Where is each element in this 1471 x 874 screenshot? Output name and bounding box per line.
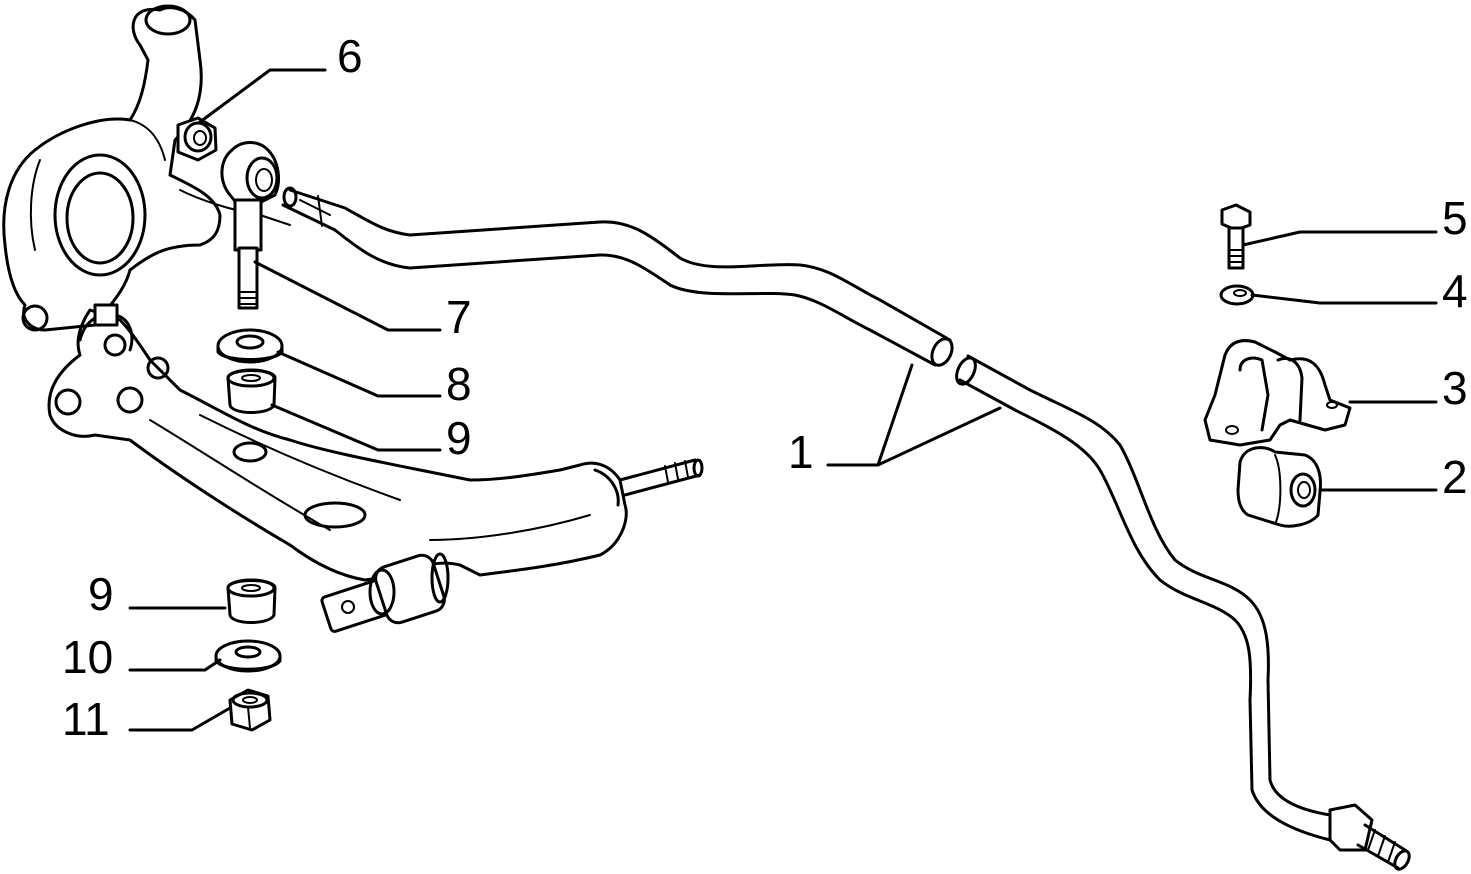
leader-lines <box>128 68 1438 732</box>
leader-10 <box>128 658 222 672</box>
callout-labels: 6 7 8 9 1 5 4 3 2 9 10 11 <box>62 30 1468 745</box>
callout-7: 7 <box>446 291 472 343</box>
leader-7 <box>253 260 442 332</box>
callout-8: 8 <box>446 358 472 410</box>
callout-9-lower: 9 <box>88 568 114 620</box>
rubber-bushing-2 <box>1236 446 1322 528</box>
leader-5 <box>1241 230 1438 247</box>
nut-11 <box>228 688 272 732</box>
bushing-9-lower <box>226 578 277 624</box>
washer-4 <box>1219 284 1255 306</box>
leader-8 <box>276 350 442 398</box>
stabilizer-bar-right <box>955 354 1411 871</box>
stabilizer-bar-left <box>281 186 954 367</box>
leader-4 <box>1250 293 1438 305</box>
washer-8 <box>216 328 284 364</box>
bushing-9-upper <box>226 368 277 414</box>
bolt-5 <box>1220 203 1252 270</box>
lower-control-arm <box>47 303 704 633</box>
leader-9a <box>270 403 442 452</box>
steering-knuckle <box>2 4 291 332</box>
nut-6 <box>176 116 218 162</box>
link-rod-7 <box>220 141 280 310</box>
washer-10 <box>214 639 282 673</box>
callout-3: 3 <box>1442 362 1468 414</box>
callout-9-upper: 9 <box>446 412 472 464</box>
callout-4: 4 <box>1442 265 1468 317</box>
callout-6: 6 <box>337 30 363 82</box>
leader-6 <box>198 68 327 124</box>
leader-1 <box>826 363 1002 467</box>
callout-1: 1 <box>788 426 814 478</box>
callout-10: 10 <box>62 631 113 683</box>
clamp-bracket-3 <box>1203 339 1352 447</box>
callout-5: 5 <box>1442 192 1468 244</box>
leader-11 <box>128 706 232 732</box>
callout-2: 2 <box>1442 451 1468 503</box>
callout-11: 11 <box>62 693 110 745</box>
